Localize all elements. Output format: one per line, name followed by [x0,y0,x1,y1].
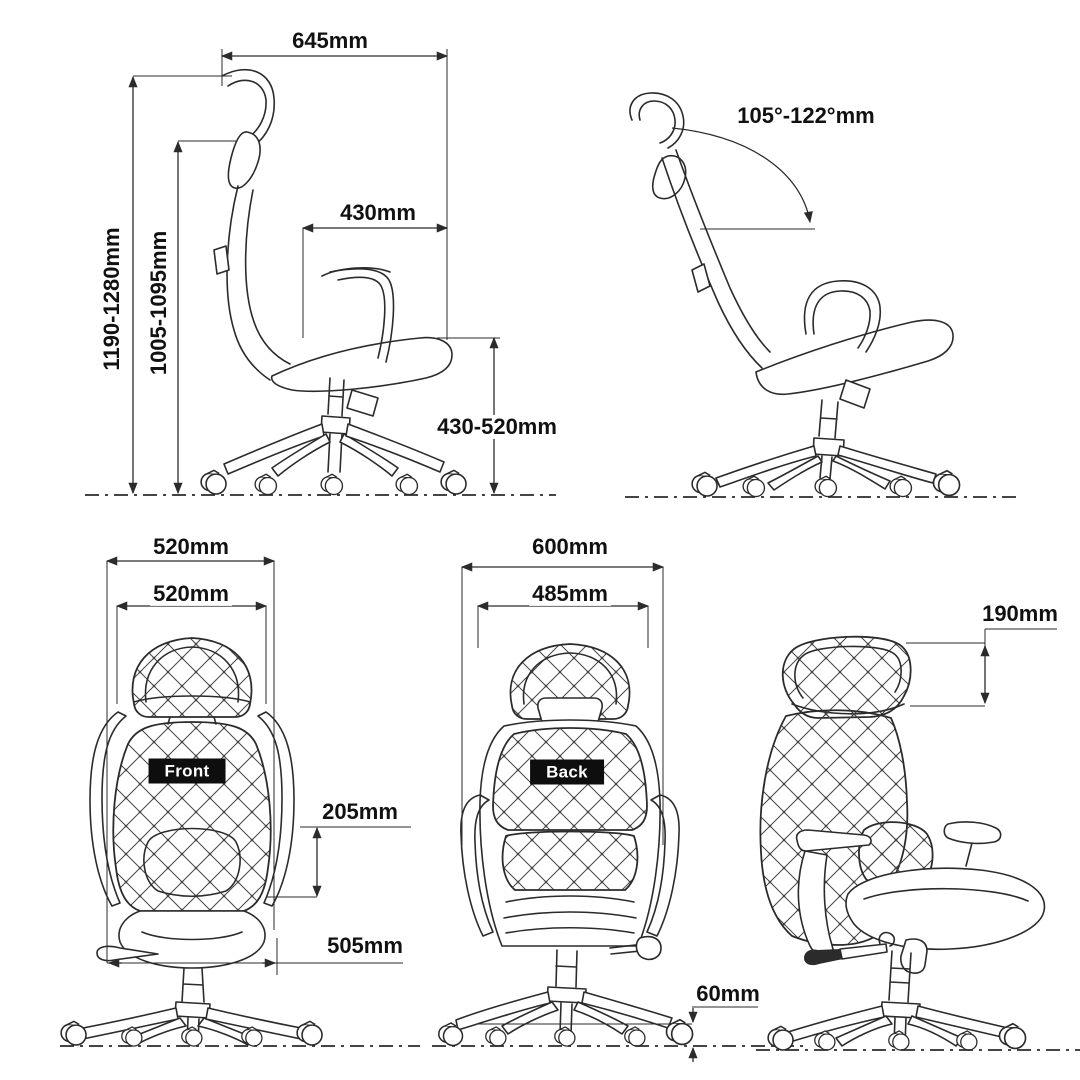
back-view-tag: Back [530,759,604,785]
headrest [781,635,912,719]
base [200,415,467,496]
recline-arc [671,127,813,224]
dim-label-back-backrest-width: 485mm [529,581,611,607]
gas-lift [818,379,871,439]
dim-label-recline-range: 105°-122°mm [734,103,878,129]
armrest [321,267,395,363]
base [438,986,694,1047]
back-view-chair [438,643,694,1047]
front-view-chair [60,637,323,1047]
dim-label-headrest-width: 645mm [289,28,371,54]
lumbar-cushion [143,827,241,897]
tilt-mechanism [346,389,379,417]
lower-mesh-panel [501,830,639,891]
dim-label-front-outer-width: 520mm [150,534,232,560]
adjust-lever [609,935,662,961]
gas-lift [181,967,205,1003]
dim-label-back-outer-width: 600mm [529,534,611,560]
backrest [661,149,771,369]
tension-paddle [900,938,928,974]
adjust-lever [804,931,928,974]
seat [270,336,453,393]
side-view-chair [200,68,467,496]
tilt-mechanism [839,379,871,409]
dim-label-seat-width: 505mm [324,933,406,959]
base [60,1001,323,1047]
gas-lift [327,377,379,417]
lumbar-knob [691,263,711,293]
dim-label-lumbar-height: 205mm [319,799,401,825]
headrest [131,637,253,725]
base [767,1001,1027,1051]
backrest [112,721,272,912]
armrests [795,821,1002,956]
backrest [479,719,661,947]
dim-label-front-backrest-width: 520mm [150,581,232,607]
headrest [221,68,276,189]
armrest [803,280,882,353]
front-view-tag: Front [148,758,226,784]
dim-label-back-height: 1005-1095mm [146,227,172,379]
backrest [213,185,291,381]
armrests [89,711,295,907]
headrest [629,92,687,200]
seat [845,867,1046,951]
lumbar-knob [213,245,230,275]
lever-grip [804,949,843,966]
recline-dimension-lines [625,127,1016,498]
back-dimension-lines [432,562,808,1062]
back-view [432,562,808,1062]
dim-label-headrest-height: 190mm [979,601,1061,627]
perspective-view-chair [759,635,1046,1051]
side-view-dimension-lines [85,49,556,496]
perspective-view [756,628,1080,1051]
dim-label-seat-height: 430-520mm [434,414,560,440]
base [691,437,961,498]
recline-view-chair [629,92,961,498]
seat [755,319,954,396]
gas-lift [555,949,578,988]
dim-label-overall-height: 1190-1280mm [99,224,125,374]
perspective-dimension-lines [756,628,1080,1051]
recline-view [625,92,1016,498]
side-view [85,49,556,496]
gas-lift [888,950,912,1003]
seat [96,910,266,969]
casters [200,469,467,496]
front-dimension-lines [60,556,420,1047]
dim-label-caster-height: 60mm [693,981,763,1007]
headrest [509,643,631,731]
dim-label-seat-depth: 430mm [337,200,419,226]
armrests [460,794,680,937]
